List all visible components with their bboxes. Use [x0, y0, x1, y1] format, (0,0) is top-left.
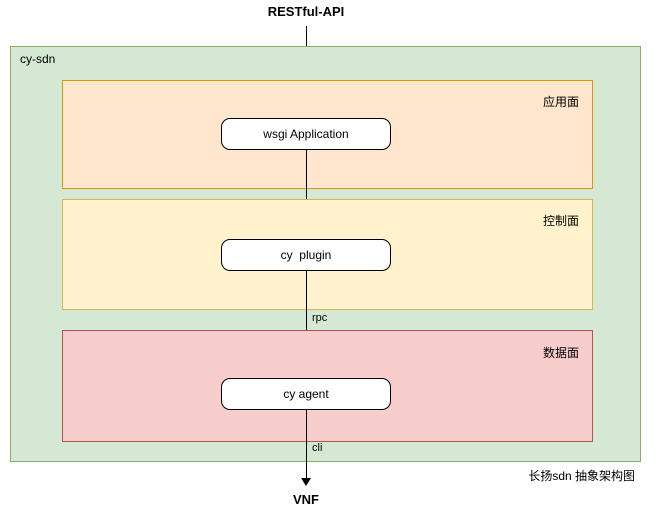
cy-sdn-title: cy-sdn [20, 52, 56, 66]
restful-api-label: RESTful-API [267, 4, 345, 19]
diagram-caption: 长扬sdn 抽象架构图 [528, 469, 635, 483]
node-cy-plugin[interactable]: cy plugin [221, 239, 391, 271]
application-plane-label: 应用面 [542, 95, 579, 109]
edge-label-cli: cli [312, 442, 323, 454]
control-plane-label: 控制面 [542, 214, 579, 228]
data-plane-label: 数据面 [542, 346, 579, 360]
connector-agent-to-vnf-arrowhead-icon [301, 478, 311, 486]
vnf-label: VNF [293, 492, 319, 507]
node-cy-agent[interactable]: cy agent [221, 378, 391, 410]
connector-wsgi-to-plugin-line [306, 150, 307, 231]
connector-plugin-to-agent-line [306, 271, 307, 370]
node-wsgi-application[interactable]: wsgi Application [221, 118, 391, 150]
connector-agent-to-vnf-line [306, 410, 307, 478]
edge-label-rpc: rpc [312, 312, 328, 324]
